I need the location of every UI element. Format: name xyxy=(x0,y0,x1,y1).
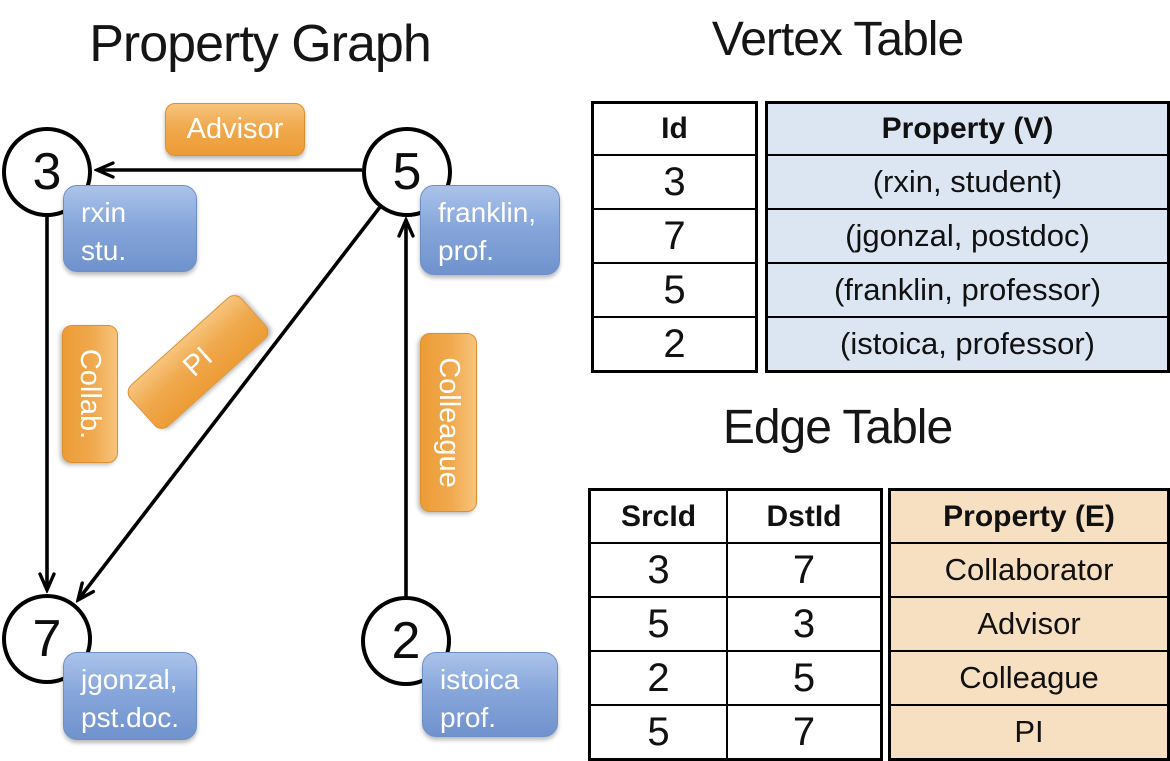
table-cell: PI xyxy=(891,704,1167,758)
table-cell: 7 xyxy=(726,542,880,596)
node-7-id: 7 xyxy=(32,610,62,668)
vertex-label-istoica-line1: istoica xyxy=(440,664,520,695)
edge-table-id-columns: SrcId DstId 3 7 5 3 2 5 5 7 xyxy=(588,488,883,761)
graph-node-5: 5 xyxy=(362,127,452,217)
vertex-label-rxin: rxin stu. xyxy=(63,185,197,272)
table-cell: (rxin, student) xyxy=(768,154,1167,208)
node-2-id: 2 xyxy=(391,612,421,670)
table-cell: (jgonzal, postdoc) xyxy=(768,208,1167,262)
vertex-label-istoica: istoica prof. xyxy=(422,652,558,737)
table-cell: 5 xyxy=(726,650,880,704)
table-cell: 3 xyxy=(594,154,755,208)
table-cell: 2 xyxy=(594,316,755,370)
vertex-label-jgonzal-line1: jgonzal, xyxy=(81,664,178,695)
vertex-label-jgonzal-line2: pst.doc. xyxy=(81,702,180,733)
table-cell: 7 xyxy=(594,208,755,262)
table-cell: 5 xyxy=(594,262,755,316)
edge-5-7 xyxy=(78,205,382,600)
table-cell: Collaborator xyxy=(891,542,1167,596)
table-cell: (istoica, professor) xyxy=(768,316,1167,370)
vertex-label-franklin: franklin, prof. xyxy=(420,185,560,275)
edge-label-colleague-text: Colleague xyxy=(420,333,477,512)
table-cell: 5 xyxy=(591,596,726,650)
edge-label-colleague: Colleague xyxy=(420,333,477,512)
vertex-label-franklin-line2: prof. xyxy=(438,235,495,266)
graph-node-2: 2 xyxy=(361,596,451,686)
edge-label-advisor: Advisor xyxy=(165,103,305,156)
graph-edges xyxy=(0,0,585,760)
table-cell: 3 xyxy=(726,596,880,650)
vertex-label-franklin-line1: franklin, xyxy=(438,197,537,228)
node-5-id: 5 xyxy=(392,143,422,201)
vertex-table-property-header: Property (V) xyxy=(768,104,1167,154)
vertex-table-id-header: Id xyxy=(661,112,688,145)
table-cell: 5 xyxy=(591,704,726,758)
table-cell: 3 xyxy=(591,542,726,596)
edge-label-pi: PI xyxy=(123,291,273,433)
table-cell: Colleague xyxy=(891,650,1167,704)
table-cell: (franklin, professor) xyxy=(768,262,1167,316)
edge-label-collab: Collab. xyxy=(62,325,118,463)
edge-table-property-column: Property (E) Collaborator Advisor Collea… xyxy=(888,488,1170,761)
property-graph-title: Property Graph xyxy=(89,15,432,73)
vertex-label-rxin-line2: stu. xyxy=(81,235,127,266)
table-cell: 2 xyxy=(591,650,726,704)
vertex-label-istoica-line2: prof. xyxy=(440,702,497,733)
vertex-label-rxin-line1: rxin xyxy=(81,197,127,228)
table-cell: 7 xyxy=(726,704,880,758)
vertex-table-property-column: Property (V) (rxin, student) (jgonzal, p… xyxy=(765,101,1170,373)
edge-table-title: Edge Table xyxy=(722,401,953,454)
node-3-id: 3 xyxy=(32,143,62,201)
edge-label-collab-text: Collab. xyxy=(62,325,118,463)
vertex-table-title: Vertex Table xyxy=(711,13,964,66)
edge-table-dst-header: DstId xyxy=(726,491,880,542)
vertex-label-jgonzal: jgonzal, pst.doc. xyxy=(63,652,197,740)
vertex-table-id-column: Id 3 7 5 2 xyxy=(591,101,758,373)
table-cell: Advisor xyxy=(891,596,1167,650)
edge-table-src-header: SrcId xyxy=(620,499,697,533)
edge-table-property-header: Property (E) xyxy=(891,491,1167,542)
